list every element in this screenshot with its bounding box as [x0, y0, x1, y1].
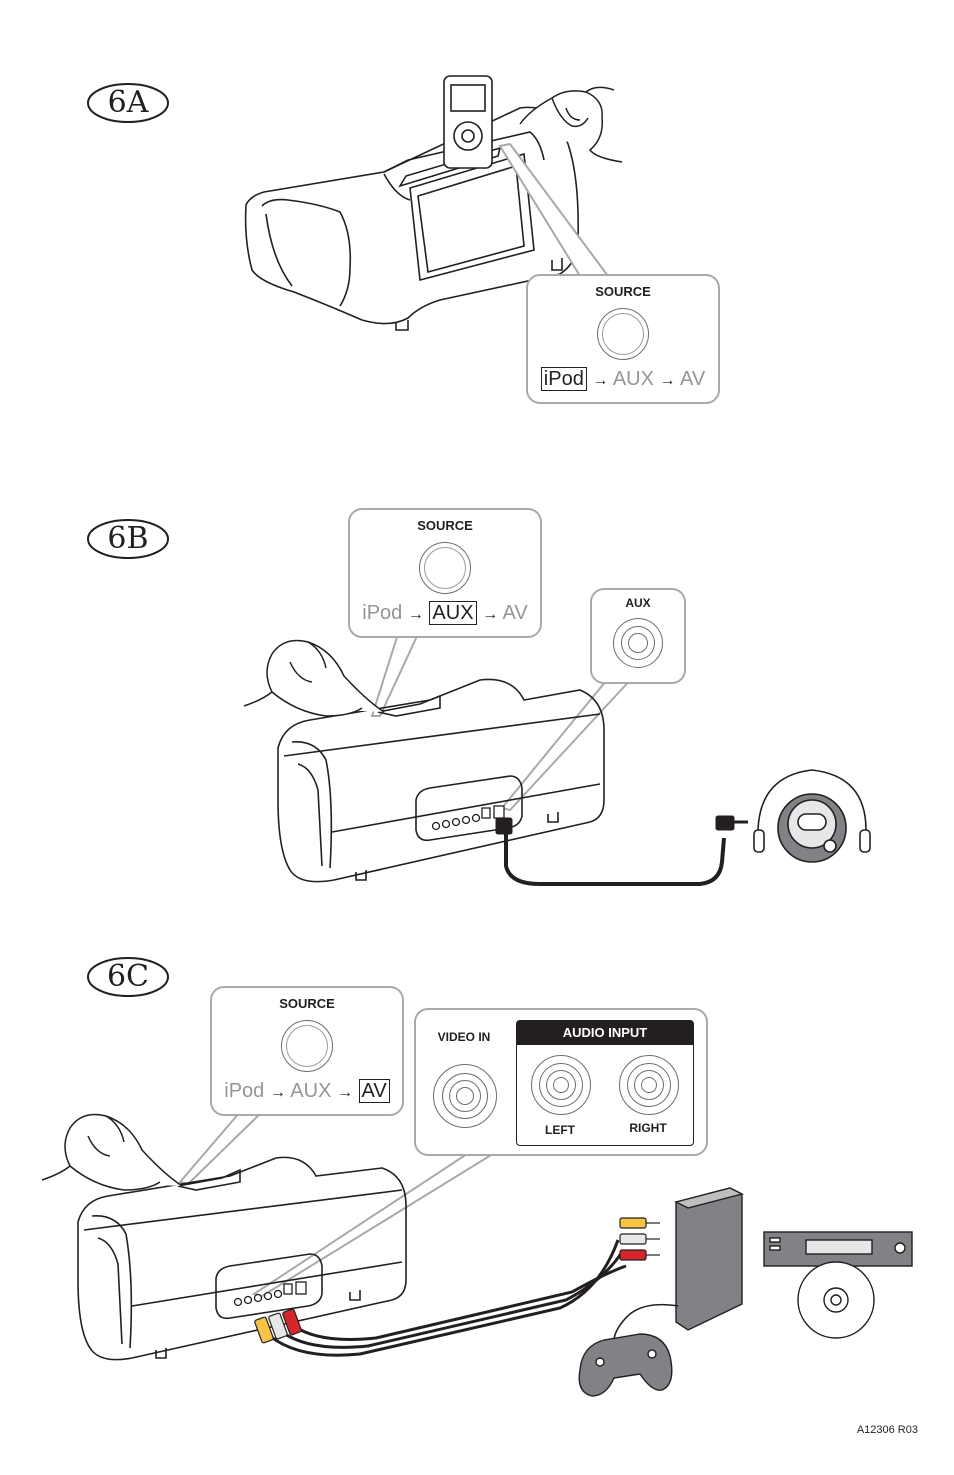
- step-badge-label: 6B: [107, 521, 149, 556]
- arrow-icon: →: [269, 1084, 286, 1101]
- source-sequence: iPod → AUX → AV: [350, 601, 540, 625]
- step-badge-oval: [87, 957, 169, 997]
- source-button[interactable]: [597, 308, 649, 360]
- sequence-item-aux: AUX: [290, 1080, 332, 1102]
- callout-pointer: [178, 1111, 265, 1186]
- video-in-jack[interactable]: [433, 1064, 497, 1128]
- sequence-item-aux: AUX: [429, 601, 477, 625]
- jack-ring: [449, 1080, 481, 1112]
- arrow-icon: →: [336, 1084, 353, 1101]
- aux-jack-ring: [621, 626, 655, 660]
- jack-row: [431, 805, 505, 831]
- source-button[interactable]: [281, 1020, 333, 1072]
- source-button-ring: [286, 1025, 328, 1067]
- jack-ring: [627, 1063, 671, 1107]
- audio-right-jack[interactable]: [619, 1055, 679, 1115]
- source-button-ring: [602, 313, 644, 355]
- callout-title: SOURCE: [279, 996, 335, 1011]
- jack-ring: [546, 1070, 576, 1100]
- sequence-item-ipod: iPod: [540, 367, 587, 391]
- audio-input-group: AUDIO INPUT LEFT RIGHT: [516, 1020, 694, 1146]
- sequence-item-av: AV: [358, 1079, 390, 1103]
- hand-icon: [519, 86, 623, 163]
- jack-ring: [539, 1063, 583, 1107]
- sequence-item-ipod: iPod: [224, 1080, 265, 1102]
- arrow-icon: →: [659, 372, 676, 389]
- aux-jack-callout: AUX: [590, 588, 686, 684]
- step-badge-6a: 6A: [86, 82, 170, 124]
- video-in-label: VIDEO IN: [437, 1030, 491, 1044]
- document-code: A12306 R03: [856, 1424, 918, 1436]
- jack-row: [233, 1281, 307, 1307]
- step-badge-oval: [87, 519, 169, 559]
- step-badge-label: 6C: [106, 959, 150, 994]
- source-sequence: iPod → AUX → AV: [528, 367, 718, 391]
- speaker-dock-icon: [77, 1156, 407, 1361]
- step-badge-6b: 6B: [86, 518, 170, 560]
- aux-jack-core: [628, 633, 648, 653]
- sequence-item-aux: AUX: [612, 368, 654, 390]
- dvd-player-icon: [763, 1231, 913, 1339]
- callout-pointer: [498, 142, 610, 277]
- source-callout-6b: SOURCE iPod → AUX → AV: [348, 508, 542, 638]
- step-badge-label: 6A: [107, 85, 149, 120]
- ipod-icon: [443, 75, 493, 169]
- jack-core: [456, 1087, 474, 1105]
- step-badge-oval: [87, 83, 169, 123]
- callout-title: AUX: [625, 596, 651, 610]
- callout-title: SOURCE: [595, 284, 651, 299]
- source-button[interactable]: [419, 542, 471, 594]
- game-console-icon: [674, 1187, 744, 1331]
- cd-player-icon: [753, 769, 871, 863]
- jack-ring: [634, 1070, 664, 1100]
- hand-icon: [243, 639, 385, 717]
- arrow-icon: →: [592, 372, 609, 389]
- callout-pointer: [370, 633, 420, 717]
- source-sequence: iPod → AUX → AV: [212, 1079, 402, 1103]
- source-callout-6c: SOURCE iPod → AUX → AV: [210, 986, 404, 1116]
- arrow-icon: →: [407, 606, 424, 623]
- gamepad-cable: [612, 1303, 679, 1347]
- sequence-item-av: AV: [502, 602, 528, 624]
- jack-ring: [442, 1073, 488, 1119]
- rca-plug-icon: [504, 830, 726, 886]
- audio-left-label: LEFT: [545, 1123, 575, 1137]
- callout-pointer: [500, 675, 637, 812]
- speaker-dock-icon: [277, 678, 605, 883]
- av-cable-icon: [269, 1239, 627, 1357]
- arrow-icon: →: [482, 606, 499, 623]
- sequence-item-ipod: iPod: [362, 602, 403, 624]
- audio-input-header: AUDIO INPUT: [517, 1021, 693, 1045]
- audio-right-label: RIGHT: [629, 1121, 667, 1135]
- source-button-ring: [424, 547, 466, 589]
- sequence-item-av: AV: [679, 368, 706, 390]
- jack-core: [641, 1077, 657, 1093]
- aux-jack[interactable]: [613, 618, 663, 668]
- audio-left-jack[interactable]: [531, 1055, 591, 1115]
- callout-pointer: [251, 1151, 500, 1298]
- rca-plug-icon: [495, 815, 748, 835]
- step-badge-6c: 6C: [86, 956, 170, 998]
- hand-icon: [41, 1113, 183, 1191]
- callout-title: SOURCE: [417, 518, 473, 533]
- av-input-callout: VIDEO IN AUDIO INPUT LEFT RIGHT: [414, 1008, 708, 1156]
- jack-core: [553, 1077, 569, 1093]
- source-callout-6a: SOURCE iPod → AUX → AV: [526, 274, 720, 404]
- rca-plug-icon: [254, 1217, 660, 1344]
- gamepad-icon: [578, 1333, 673, 1397]
